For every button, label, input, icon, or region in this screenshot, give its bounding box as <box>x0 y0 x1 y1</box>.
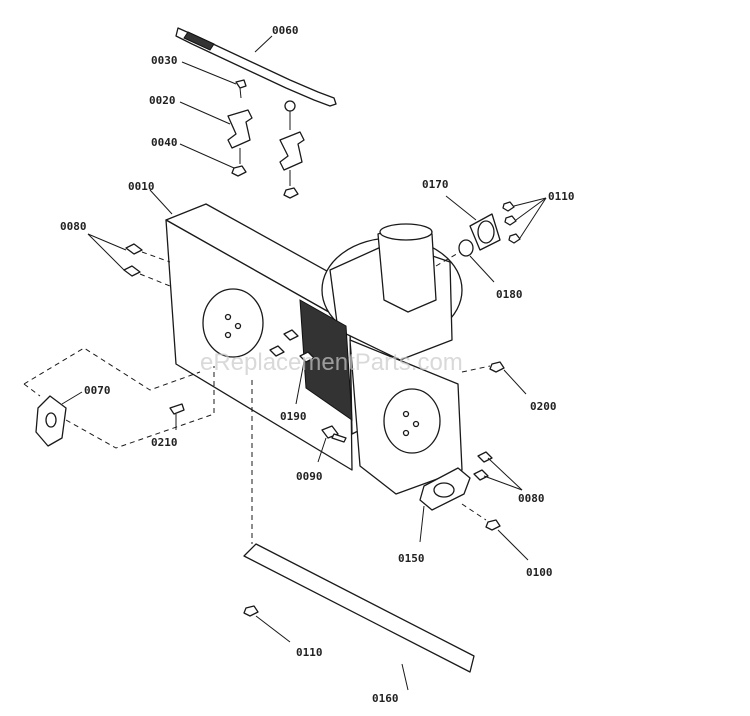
callout-0010: 0010 <box>128 180 155 193</box>
nut-0100 <box>461 503 529 561</box>
callout-0110-upper: 0110 <box>548 190 575 203</box>
callout-0110-lower: 0110 <box>296 646 323 659</box>
nut-0040 <box>179 143 299 199</box>
callout-0210: 0210 <box>151 436 178 449</box>
callout-0020: 0020 <box>149 94 176 107</box>
callout-0060: 0060 <box>272 24 299 37</box>
nut-0110-lower <box>243 605 291 643</box>
bearing-plate-0070 <box>23 347 215 449</box>
callout-0170: 0170 <box>422 178 449 191</box>
callout-0180: 0180 <box>496 288 523 301</box>
bearing-flange-0170 <box>435 195 501 283</box>
callout-0160: 0160 <box>372 692 399 705</box>
auger-housing <box>149 189 463 495</box>
callout-0040: 0040 <box>151 136 178 149</box>
scraper-bar-0160 <box>243 380 475 691</box>
callout-0070: 0070 <box>84 384 111 397</box>
bolt-0090 <box>317 425 347 463</box>
bracket-0020 <box>179 100 305 171</box>
callout-0100: 0100 <box>526 566 553 579</box>
callout-0080-upper: 0080 <box>60 220 87 233</box>
callout-0150: 0150 <box>398 552 425 565</box>
bolt-0080-upper <box>87 233 171 287</box>
callout-0200: 0200 <box>530 400 557 413</box>
callout-0190: 0190 <box>280 410 307 423</box>
callout-0090: 0090 <box>296 470 323 483</box>
callout-0030: 0030 <box>151 54 178 67</box>
bolt-0080-lower <box>473 451 523 491</box>
callout-0080-lower: 0080 <box>518 492 545 505</box>
chute-crank-rod <box>175 27 337 107</box>
screw-0190 <box>269 329 315 405</box>
nut-0200 <box>461 361 527 395</box>
screw-0030 <box>181 61 247 99</box>
carriage-bolt-0210 <box>169 403 185 430</box>
nut-0110-upper <box>502 197 547 244</box>
bearing-plate-0150 <box>419 467 471 543</box>
watermark: eReplacementParts.com <box>200 349 463 376</box>
